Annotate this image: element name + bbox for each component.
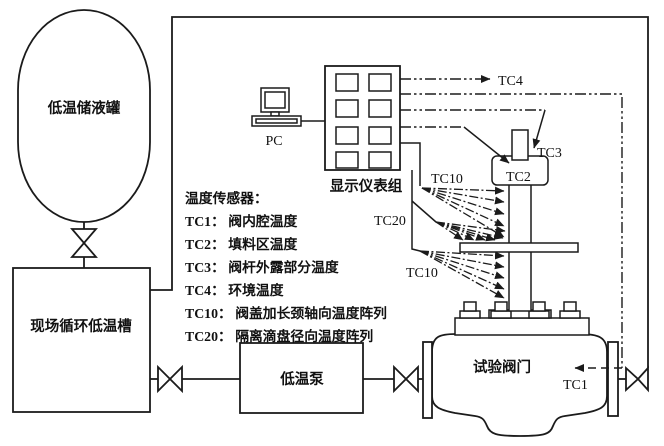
bolt-cap <box>494 301 508 312</box>
circulation-loop-pipe <box>150 16 649 368</box>
indicator-cell <box>368 73 392 92</box>
bolt-cap <box>463 301 477 312</box>
test-valve-label: 试验阀门 <box>473 358 531 376</box>
bolt-base <box>490 310 512 319</box>
indicator-cell <box>368 126 392 145</box>
sensor-lead-line <box>421 187 505 205</box>
sensor-lead-line <box>421 187 505 227</box>
legend-item: TC3： 阀杆外露部分温度 <box>185 259 339 275</box>
tank-valve-icon <box>70 241 98 258</box>
tc1-label: TC1 <box>563 378 588 393</box>
outlet-valve-icon <box>625 365 640 393</box>
tc10-lower-fan <box>419 250 505 299</box>
bath-valve-icon <box>157 364 172 394</box>
bolt-base <box>459 310 481 319</box>
indicator-cell <box>335 151 359 169</box>
tc10-lower-feeder <box>411 170 421 252</box>
legend-title: 温度传感器： <box>185 190 268 206</box>
pump-valve-icon <box>404 364 419 394</box>
bonnet-bolts <box>459 301 581 319</box>
indicator-cell <box>368 99 392 118</box>
cryo-pump-label: 低温泵 <box>279 370 324 388</box>
sensor-lead-line <box>419 250 505 270</box>
sensor-lead-line <box>421 186 505 195</box>
legend-item: TC4： 环境温度 <box>185 282 284 298</box>
display-group-label: 显示仪表组 <box>330 177 403 195</box>
sensor-lead-line <box>435 221 464 241</box>
legend-item: TC1： 阀内腔温度 <box>185 213 297 229</box>
cryo-bath-shape <box>12 267 151 413</box>
legend-item: TC20： 隔离滴盘径向温度阵列 <box>185 328 373 344</box>
tc20-fan <box>435 221 506 242</box>
sensor-lead-line <box>435 221 496 242</box>
tc2-label: TC2 <box>506 170 531 185</box>
tc20-label: TC20 <box>374 214 406 229</box>
sensor-lead-line <box>419 250 505 290</box>
valve-right-flange <box>607 341 619 417</box>
sensor-lead-line <box>419 250 505 280</box>
indicator-cell <box>335 99 359 118</box>
legend: 温度传感器： TC1： 阀内腔温度 TC2： 填料区温度 TC3： 阀杆外露部分… <box>185 190 387 344</box>
tc4-label: TC4 <box>498 74 523 89</box>
cryo-bath-label: 现场循环低温槽 <box>30 317 132 335</box>
legend-item: TC2： 填料区温度 <box>185 236 297 252</box>
sensor-lead-line <box>435 221 504 240</box>
bolt-cap <box>532 301 546 312</box>
valve-left-flange <box>422 341 433 419</box>
tc1-signal-line <box>400 93 623 368</box>
pc-label: PC <box>265 134 282 149</box>
pump-valve-icon <box>393 364 408 394</box>
tc10-upper-fan <box>421 186 505 238</box>
pc-screen <box>264 91 286 109</box>
sensor-lead-line <box>435 221 506 234</box>
display-group-cells <box>335 73 392 169</box>
indicator-cell <box>335 73 359 92</box>
pc-keyboard-inner <box>255 118 298 124</box>
indicator-cell <box>335 126 359 145</box>
sensor-lead-line <box>419 250 505 299</box>
indicator-cell <box>368 151 392 169</box>
bath-valve-icon <box>168 364 183 394</box>
cryo-pump-shape <box>239 342 364 414</box>
drip-plate <box>459 242 579 253</box>
tank-valve-icon <box>70 228 98 245</box>
tc10-upper-feeder <box>400 142 421 186</box>
bolt-base <box>559 310 581 319</box>
valve-stem <box>511 129 529 161</box>
bolt-base <box>528 310 550 319</box>
test-valve-body <box>431 333 608 437</box>
pc-icon <box>251 87 302 127</box>
tc10-lower-label: TC10 <box>406 266 438 281</box>
storage-tank-label: 低温储液罐 <box>47 99 121 117</box>
tc20-feeder <box>411 200 437 223</box>
tc10-upper-label: TC10 <box>431 172 463 187</box>
outlet-valve-icon <box>636 365 649 393</box>
legend-item: TC10： 阀盖加长颈轴向温度阵列 <box>185 305 387 321</box>
tc2-probe-line <box>463 126 510 164</box>
tc3-label: TC3 <box>537 146 562 161</box>
bonnet-flange <box>454 317 590 336</box>
sensor-lead-line <box>419 250 505 260</box>
bolt-cap <box>563 301 577 312</box>
tc3-probe-line <box>532 109 546 149</box>
sensor-lead-line <box>421 187 505 216</box>
